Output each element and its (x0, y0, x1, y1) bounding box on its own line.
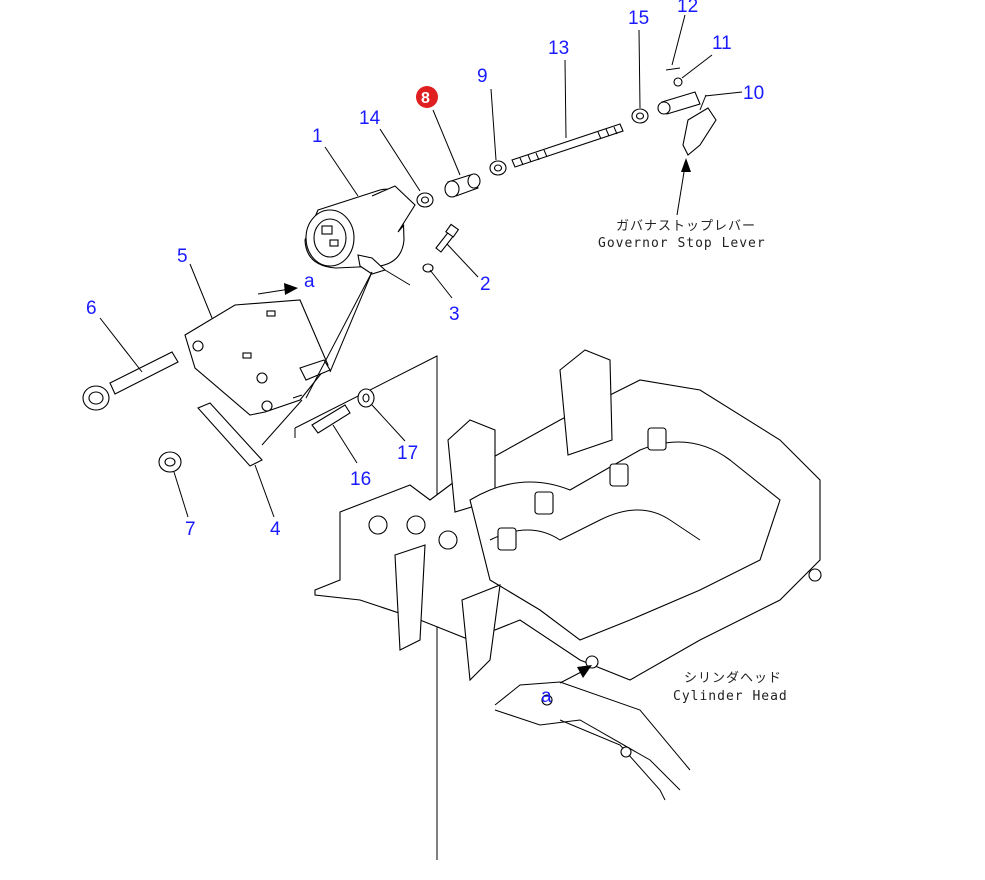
label-part-5: 5 (177, 246, 188, 267)
label-part-4: 4 (270, 519, 281, 540)
bolt-part (82, 351, 179, 411)
reference-mark-lower: a (541, 686, 552, 707)
reference-mark-upper: a (304, 271, 315, 292)
governor-stop-lever-jp: ガバナストップレバー (616, 219, 756, 234)
label-part-16: 16 (350, 469, 371, 490)
part-labels: 1 2 3 4 5 6 7 8 9 10 11 12 13 14 15 16 1… (86, 0, 764, 707)
label-part-3: 3 (449, 304, 460, 325)
governor-stop-lever-en: Governor Stop Lever (598, 236, 766, 251)
label-part-1: 1 (312, 126, 323, 147)
panel-frame (294, 355, 438, 860)
label-part-13: 13 (548, 38, 569, 59)
bracket-part (184, 299, 331, 416)
label-part-6: 6 (86, 298, 97, 319)
plate-part (197, 402, 263, 467)
label-part-10: 10 (743, 83, 764, 104)
stud-parts (311, 388, 375, 434)
label-part-2: 2 (480, 274, 491, 295)
label-part-8: 8 (421, 90, 430, 107)
cylinder-head-jp: シリンダヘッド (684, 671, 782, 686)
callouts: ガバナストップレバー Governor Stop Lever シリンダヘッド C… (598, 219, 788, 704)
highlight-badge (416, 86, 438, 108)
solenoid-part (304, 185, 416, 286)
leader-lines (99, 14, 743, 684)
cylinder-head-en: Cylinder Head (673, 689, 788, 704)
label-part-7: 7 (185, 519, 196, 540)
label-part-15: 15 (628, 8, 649, 29)
label-part-14: 14 (359, 108, 381, 129)
label-part-12: 12 (677, 0, 698, 17)
rod-parts (416, 77, 717, 273)
label-part-17: 17 (397, 443, 418, 464)
label-part-9: 9 (477, 66, 488, 87)
label-part-11: 11 (712, 33, 732, 54)
cylinder-head (314, 349, 822, 801)
nut-part (158, 451, 182, 473)
